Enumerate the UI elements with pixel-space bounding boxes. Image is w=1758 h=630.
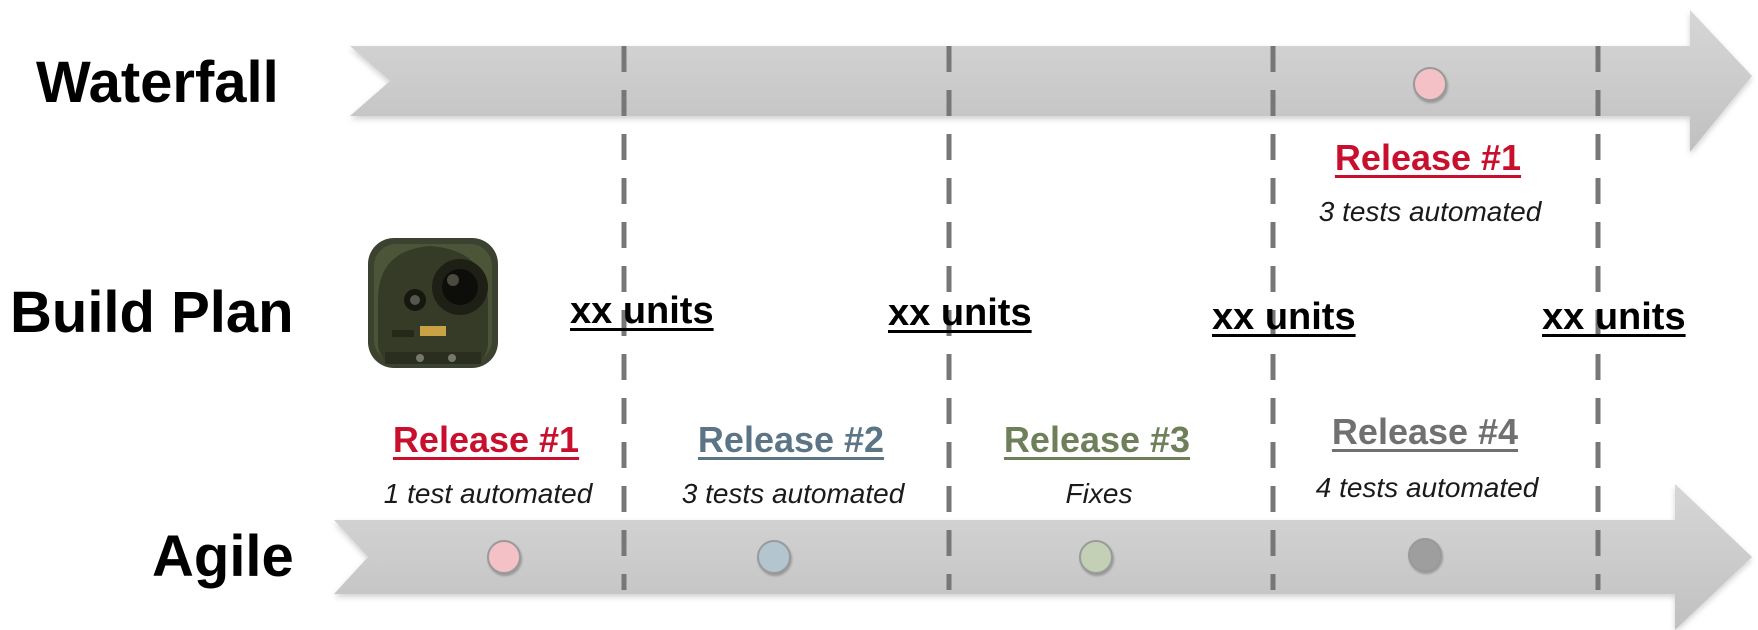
- agile-release-1-note: 1 test automated: [383, 478, 593, 509]
- agile-release-4-marker: [1408, 538, 1442, 572]
- waterfall-arrow: [350, 10, 1752, 152]
- waterfall-release-marker: [1413, 67, 1447, 101]
- agile-arrow: [334, 484, 1752, 630]
- agile-release-1-marker: [487, 540, 521, 574]
- agile-release-3-note: Fixes: [1065, 478, 1133, 509]
- agile-release-2-title: Release #2: [697, 419, 885, 460]
- period-dividers: [621, 46, 1601, 590]
- build-units-2: xx units: [888, 292, 1032, 334]
- waterfall-release-note: 3 tests automated: [1318, 196, 1542, 227]
- agile-release-2-note: 3 tests automated: [681, 478, 905, 509]
- camera-turret-icon: [368, 238, 498, 368]
- agile-release-1-title: Release #1: [392, 419, 580, 460]
- waterfall-release-title: Release #1: [1334, 137, 1522, 178]
- build-units-4: xx units: [1542, 296, 1686, 338]
- build-units-3: xx units: [1212, 296, 1356, 338]
- row-label-agile: Agile: [152, 524, 294, 589]
- build-units-1: xx units: [570, 290, 714, 332]
- agile-release-4-note: 4 tests automated: [1315, 472, 1539, 503]
- agile-release-4-title: Release #4: [1331, 411, 1519, 452]
- row-label-waterfall: Waterfall: [36, 50, 279, 115]
- agile-release-3-marker: [1079, 540, 1113, 574]
- agile-release-2-marker: [757, 540, 791, 574]
- row-label-build-plan: Build Plan: [10, 280, 294, 345]
- agile-release-3-title: Release #3: [1003, 419, 1191, 460]
